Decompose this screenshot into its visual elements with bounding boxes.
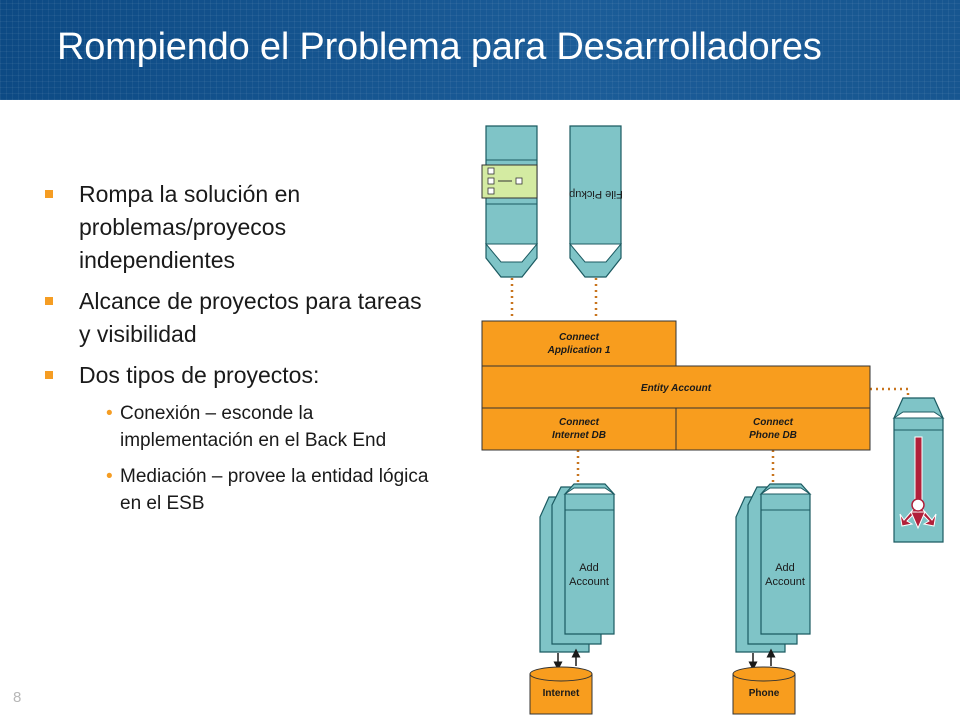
bullet-item: Alcance de proyectos para tareas y visib…	[40, 285, 430, 351]
connect-internet-box	[481, 407, 677, 451]
connect-app-line1: Connect	[559, 332, 600, 343]
connect-internet-line2: Internet DB	[552, 430, 606, 441]
bullet-list: Rompa la solución en problemas/proyecos …	[40, 178, 430, 526]
split-node-icon	[911, 498, 925, 512]
add-account-right-line2: Account	[765, 576, 805, 588]
header-pattern	[0, 0, 960, 100]
bullet-square-icon	[45, 297, 53, 305]
dotted-connectors	[510, 278, 910, 484]
title-bar: Rompiendo el Problema para Desarrollador…	[0, 0, 960, 100]
connect-internet-line1: Connect	[559, 417, 600, 428]
database-internet: Internet	[529, 666, 593, 715]
entity-account-label: Entity Account	[641, 383, 712, 394]
add-account-left-line1: Add	[579, 562, 599, 574]
component-mediation	[892, 397, 945, 543]
connect-application-box	[481, 320, 677, 367]
component-app-left	[481, 125, 539, 278]
component-add-account-phone: Add Account	[735, 483, 812, 653]
sub-bullet-item: •Mediación – provee la entidad lógica en…	[40, 463, 430, 517]
database-phone: Phone	[732, 666, 796, 715]
database-phone-label: Phone	[749, 688, 780, 699]
page-title: Rompiendo el Problema para Desarrollador…	[57, 26, 822, 68]
sub-bullet-item: •Conexión – esconde la implementación en…	[40, 400, 430, 454]
component-file-pickup: File Pickup	[568, 125, 623, 278]
bullet-square-icon	[45, 190, 53, 198]
bullet-item: Dos tipos de proyectos:	[40, 359, 430, 392]
connect-phone-box	[675, 407, 871, 451]
connect-phone-line1: Connect	[753, 417, 794, 428]
orange-blocks	[481, 320, 871, 451]
architecture-diagram: File Pickup Connect Application 1 Entity…	[481, 125, 945, 715]
add-account-right-line1: Add	[775, 562, 795, 574]
db-arrows	[553, 648, 776, 671]
connect-app-line2: Application 1	[547, 345, 611, 356]
entity-account-box	[481, 365, 871, 409]
bullet-item: Rompa la solución en problemas/proyecos …	[40, 178, 430, 277]
add-account-left-line2: Account	[569, 576, 609, 588]
component-add-account-internet: Add Account	[539, 483, 616, 653]
connect-phone-line2: Phone DB	[749, 430, 797, 441]
bullet-dot-icon: •	[106, 466, 113, 487]
file-pickup-label: File Pickup	[569, 188, 623, 200]
bullet-square-icon	[45, 371, 53, 379]
page-number: 8	[13, 689, 22, 706]
bullet-dot-icon: •	[106, 403, 113, 424]
database-internet-label: Internet	[543, 688, 580, 699]
